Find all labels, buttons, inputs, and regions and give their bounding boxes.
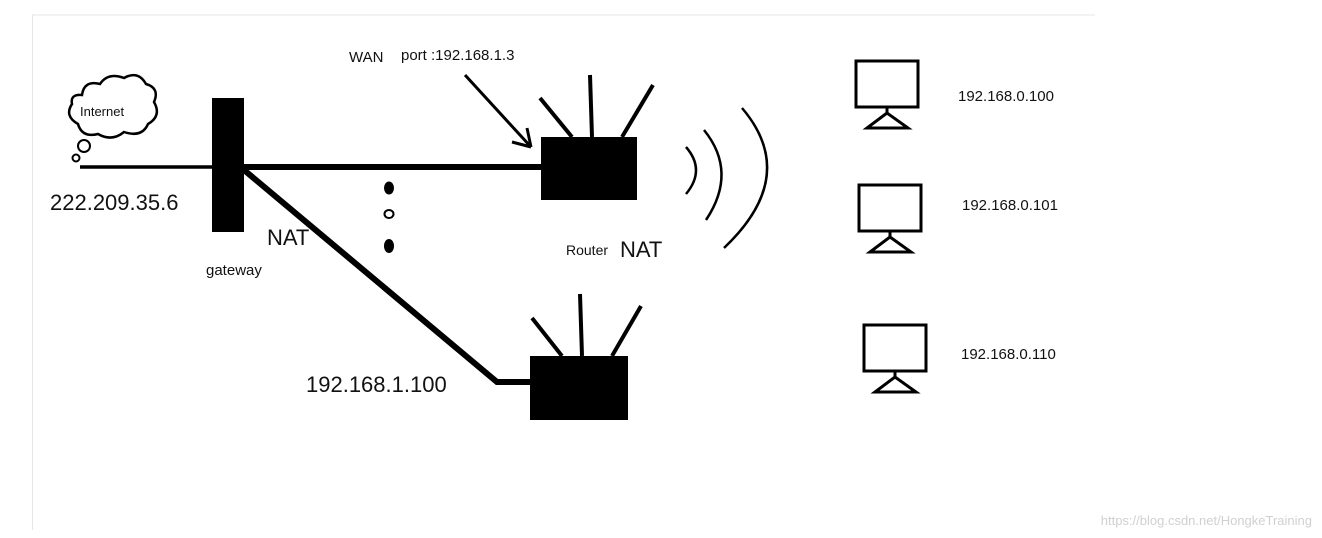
router-nat-label: NAT: [620, 237, 662, 262]
wan-label: WAN: [349, 49, 383, 66]
client-ip-label: 192.168.0.110: [961, 346, 1056, 363]
watermark-text: https://blog.csdn.net/HongkeTraining: [1100, 513, 1312, 528]
router-icon: [538, 74, 655, 200]
client-ip-label: 192.168.0.100: [958, 88, 1054, 105]
second-router-ip-label: 192.168.1.100: [306, 372, 447, 397]
internet-label: Internet: [80, 104, 124, 119]
public-ip-label: 222.209.35.6: [50, 190, 178, 215]
second-router-icon: [530, 293, 643, 420]
wan-port-label: port :192.168.1.3: [401, 47, 514, 64]
computer-icon: [857, 183, 923, 254]
gateway-nat-label: NAT: [267, 225, 309, 250]
gateway-to-second-router-link: [242, 167, 533, 385]
wan-arrow-icon: [463, 73, 533, 149]
computer-icon: [854, 59, 920, 130]
ellipsis-dots: [383, 181, 395, 253]
gateway-device: [212, 98, 244, 232]
gateway-label: gateway: [206, 262, 262, 279]
internet-cloud-icon: [67, 73, 159, 163]
router-label: Router: [566, 242, 608, 258]
client-ip-label: 192.168.0.101: [962, 197, 1058, 214]
wifi-signal-icon: [685, 107, 769, 249]
computer-icon: [862, 323, 928, 394]
